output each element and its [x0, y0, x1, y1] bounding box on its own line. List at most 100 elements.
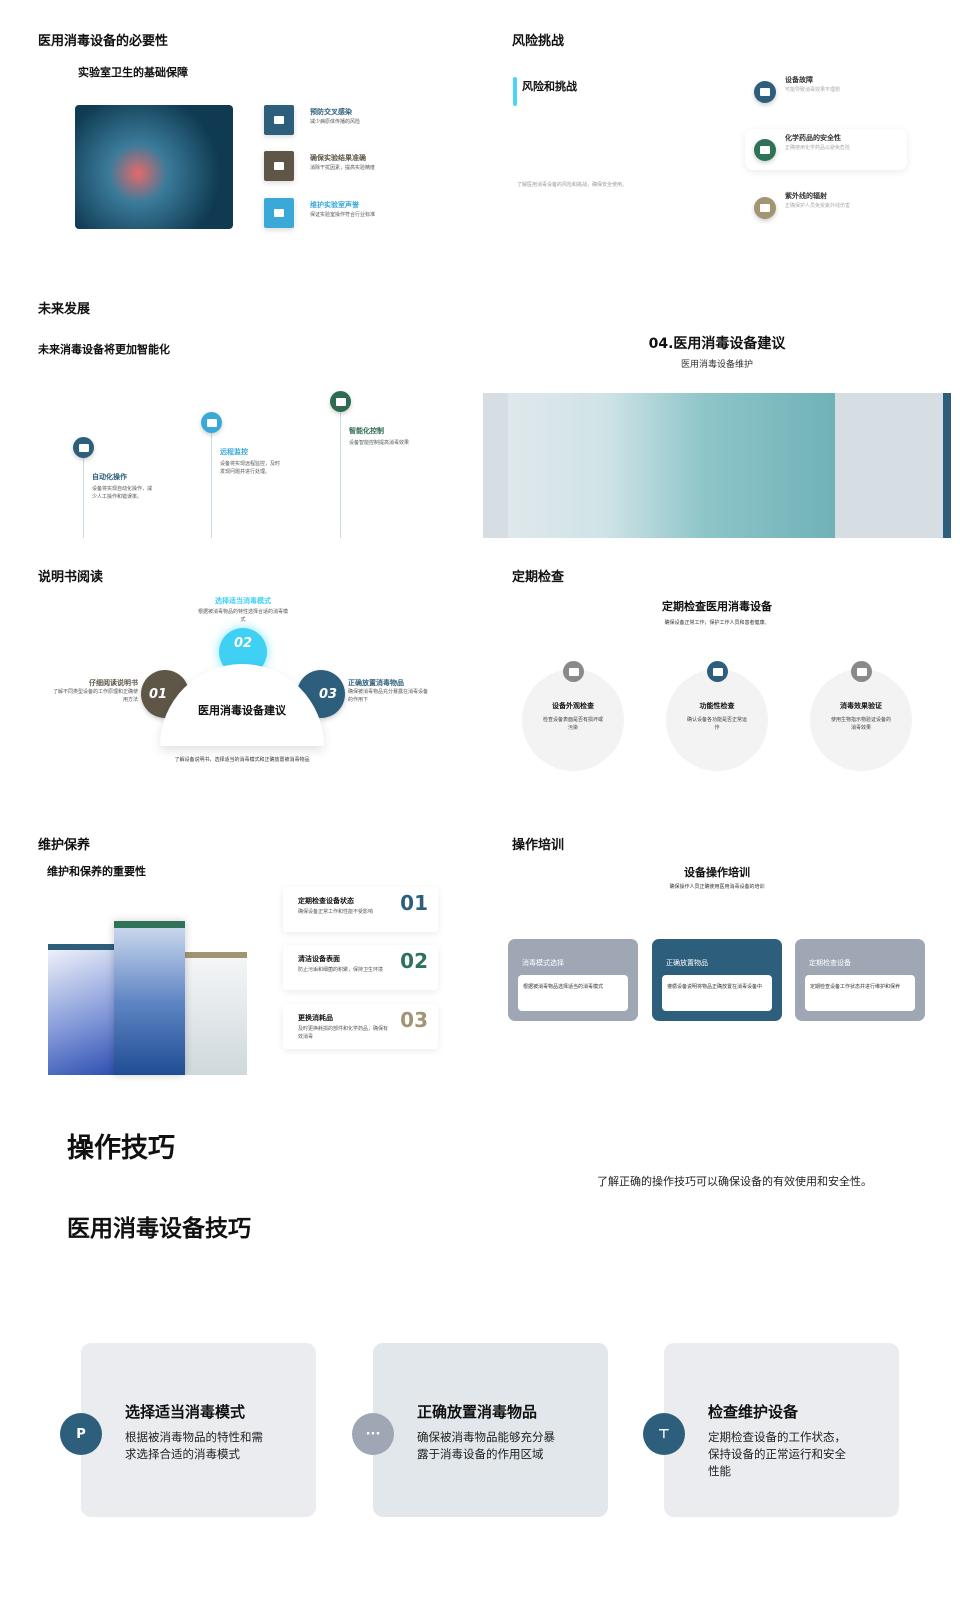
timeline-node-icon — [330, 391, 351, 412]
timeline-desc: 设备将实现远程监控，及时发现问题并进行处理。 — [220, 461, 281, 475]
slide3-subtitle: 未来消毒设备将更加智能化 — [38, 343, 170, 356]
feature-icon — [274, 116, 284, 124]
step-number: 03 — [318, 686, 338, 702]
accent-bar — [513, 77, 517, 106]
training-title: 正确放置物品 — [666, 959, 708, 967]
dome-label: 医用消毒设备建议 — [198, 704, 286, 717]
risk-desc: 可能导致消毒效果不理想 — [785, 87, 841, 93]
tip-icon: ⊤ — [643, 1413, 685, 1455]
risk-glyph-icon — [760, 146, 770, 154]
timeline-line — [211, 422, 212, 538]
check-icon — [851, 661, 872, 682]
training-desc: 遵循设备说明将物品正确放置在消毒设备中 — [667, 984, 763, 990]
tip-card: 选择适当消毒模式 根据被消毒物品的特性和需求选择合适的消毒模式 — [81, 1343, 316, 1517]
risk-title: 化学药品的安全性 — [785, 134, 841, 142]
tip-icon: ··· — [352, 1413, 394, 1455]
check-circle — [522, 669, 624, 771]
risk-title: 设备故障 — [785, 76, 813, 84]
maintenance-title: 定期检查设备状态 — [298, 897, 354, 905]
step-number: 02 — [233, 635, 253, 651]
timeline-title: 智能化控制 — [349, 427, 384, 435]
feature-icon — [274, 209, 284, 217]
slide2-title: 风险挑战 — [512, 34, 565, 49]
feature-title: 维护实验室声誉 — [310, 201, 359, 209]
feature-desc: 减少病原体传播的风险 — [310, 119, 361, 125]
cleanroom-image — [185, 952, 247, 1075]
feature-desc: 保证实验室操作符合行业标准 — [310, 212, 376, 218]
timeline-desc: 设备智能控制提高消毒效果 — [349, 440, 410, 446]
training-card: 定期检查设备 定期检查设备工作状态并进行维护和保养 — [795, 939, 925, 1021]
training-card: 正确放置物品 遵循设备说明将物品正确放置在消毒设备中 — [652, 939, 782, 1021]
slide2-heading: 风险和挑战 — [522, 80, 577, 93]
risk-icon — [754, 197, 776, 219]
risk-desc: 正确保护人员免受紫外线伤害 — [785, 203, 851, 209]
slide1-subtitle: 实验室卫生的基础保障 — [78, 66, 188, 79]
check-title: 设备外观检查 — [552, 702, 594, 710]
maintenance-desc: 防止污垢和细菌的积聚，保持卫生环境 — [298, 967, 384, 973]
risk-icon — [754, 139, 776, 161]
maintenance-desc: 及时更换耗损的部件和化学药品，确保有效消毒 — [298, 1026, 389, 1040]
risk-desc: 正确使用化学药品以避免危险 — [785, 145, 851, 151]
slide6-heading: 定期检查医用消毒设备 — [662, 600, 772, 613]
tip-glyph-icon: P — [76, 1426, 86, 1442]
timeline-title: 远程监控 — [220, 448, 248, 456]
clinic-room-image — [508, 393, 835, 538]
feature-icon-box — [264, 151, 294, 181]
training-desc: 根据被消毒物品选择适当的消毒模式 — [523, 984, 604, 990]
training-card: 消毒模式选择 根据被消毒物品选择适当的消毒模式 — [508, 939, 638, 1021]
slide8-heading: 设备操作培训 — [684, 866, 750, 879]
tip-icon: P — [60, 1413, 102, 1455]
tip-title: 正确放置消毒物品 — [417, 1403, 538, 1421]
timeline-line — [83, 447, 84, 538]
step-title: 正确放置消毒物品 — [348, 679, 404, 687]
slide4-title: 04.医用消毒设备建议 — [648, 336, 786, 352]
tip-desc: 确保被消毒物品能够充分暴露于消毒设备的作用区域 — [417, 1430, 555, 1461]
check-icon — [707, 661, 728, 682]
training-desc-box: 遵循设备说明将物品正确放置在消毒设备中 — [662, 975, 772, 1011]
maintenance-title: 更换消耗品 — [298, 1014, 333, 1022]
slide6-sub: 确保设备正常工作，保护工作人员和患者健康。 — [664, 620, 770, 626]
slide8-title: 操作培训 — [512, 838, 565, 853]
slide9-title: 操作技巧 — [67, 1133, 175, 1164]
feature-desc: 消除干扰因素，提高实验精度 — [310, 165, 376, 171]
tip-glyph-icon: ⊤ — [658, 1426, 670, 1442]
maintenance-title: 清洁设备表面 — [298, 955, 340, 963]
tip-title: 检查维护设备 — [708, 1403, 799, 1421]
maintenance-desc: 确保设备正常工作和性能不受影响 — [298, 909, 374, 915]
check-icon — [563, 661, 584, 682]
feature-icon-box — [264, 198, 294, 228]
maintenance-number: 02 — [400, 949, 428, 973]
step-number: 01 — [148, 686, 168, 702]
maintenance-card: 定期检查设备状态 确保设备正常工作和性能不受影响 01 — [283, 887, 438, 932]
slide5-title: 说明书阅读 — [38, 570, 104, 585]
check-glyph-icon — [712, 667, 723, 676]
timeline-desc: 设备将实现自动化操作，减少人工操作和错误率。 — [92, 486, 153, 500]
risk-glyph-icon — [760, 204, 770, 212]
check-desc: 使用生物指示物验证设备的消毒效果 — [830, 717, 891, 731]
tip-glyph-icon: ··· — [365, 1426, 381, 1442]
tip-title: 选择适当消毒模式 — [125, 1403, 246, 1421]
tip-desc: 根据被消毒物品的特性和需求选择合适的消毒模式 — [125, 1430, 263, 1461]
accent-stripe — [943, 393, 951, 538]
slide8-sub: 确保操作人员正确使用医用消毒设备的培训 — [669, 884, 765, 890]
maintenance-number: 03 — [400, 1008, 428, 1032]
node-glyph-icon — [206, 418, 217, 427]
test-tubes-image — [114, 921, 185, 1075]
timeline-node-icon — [73, 437, 94, 458]
training-desc: 定期检查设备工作状态并进行维护和保养 — [810, 984, 901, 990]
check-title: 消毒效果验证 — [840, 702, 882, 710]
slide5-caption: 了解设备说明书，选择适当的消毒模式和正确放置被消毒物品 — [174, 757, 310, 763]
slide7-title: 维护保养 — [38, 838, 91, 853]
slide1-title: 医用消毒设备的必要性 — [38, 34, 169, 49]
risk-icon — [754, 81, 776, 103]
feature-icon — [274, 162, 284, 170]
node-glyph-icon — [335, 397, 346, 406]
maintenance-card: 清洁设备表面 防止污垢和细菌的积聚，保持卫生环境 02 — [283, 945, 438, 990]
tip-card: 检查维护设备 定期检查设备的工作状态，保持设备的正常运行和安全性能 — [664, 1343, 899, 1517]
training-desc-box: 根据被消毒物品选择适当的消毒模式 — [518, 975, 628, 1011]
check-desc: 检查设备表面是否有损坏或污染 — [542, 717, 603, 731]
node-glyph-icon — [78, 443, 89, 452]
maintenance-number: 01 — [400, 891, 428, 915]
check-desc: 确认设备各功能是否正常运作 — [686, 717, 747, 731]
step-desc: 确保被消毒物品充分暴露在消毒设备的作用下 — [348, 689, 429, 703]
